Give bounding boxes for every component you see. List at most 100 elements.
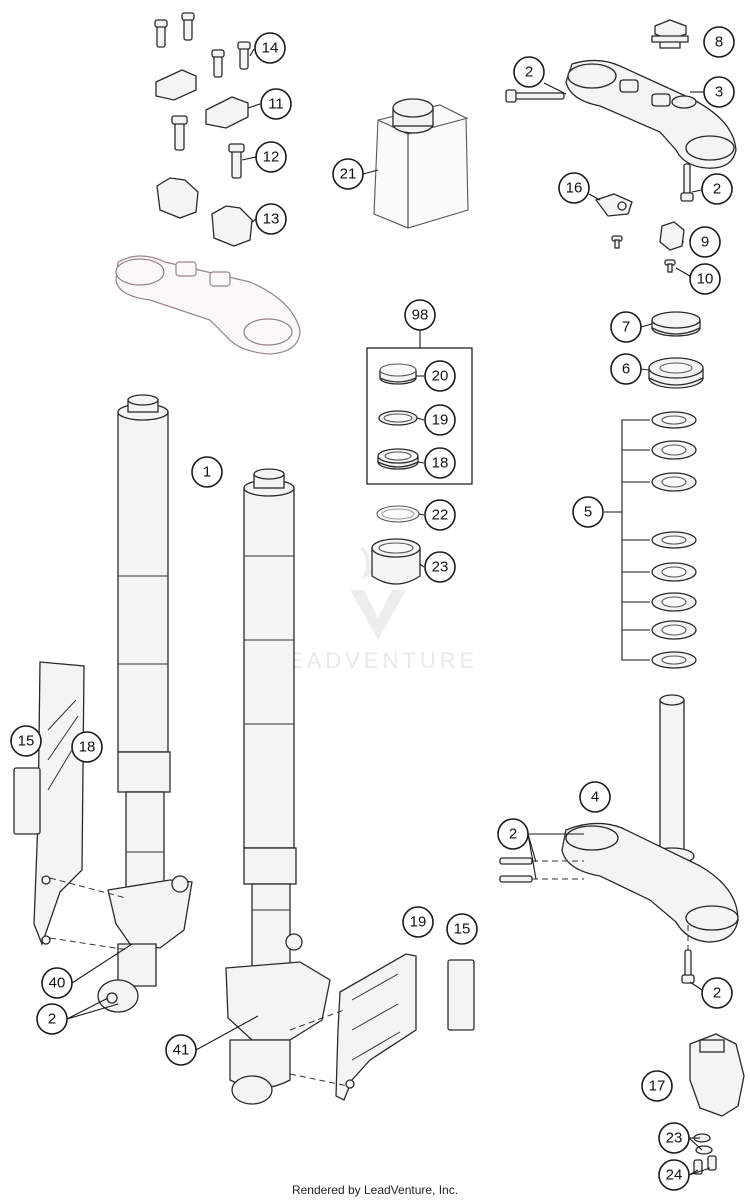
callout-2-upper-clamp: 2 <box>701 173 733 205</box>
callout-14: 14 <box>254 32 286 64</box>
fork-oil-bottle <box>373 98 469 229</box>
svg-text:22: 22 <box>432 507 449 524</box>
callout-15-left: 15 <box>10 725 42 757</box>
svg-text:3: 3 <box>715 84 723 101</box>
svg-text:18: 18 <box>79 739 96 756</box>
bolts-14 <box>154 12 251 78</box>
callout-9: 9 <box>689 226 721 258</box>
nut-8 <box>651 19 689 49</box>
callout-5: 5 <box>572 496 604 528</box>
screw-small <box>611 235 676 273</box>
svg-text:15: 15 <box>454 921 471 938</box>
svg-text:15: 15 <box>18 733 35 750</box>
svg-text:23: 23 <box>432 559 449 576</box>
fork-guard-left <box>33 661 129 951</box>
svg-text:13: 13 <box>263 211 280 228</box>
callout-7: 7 <box>610 311 642 343</box>
callout-22: 22 <box>424 499 456 531</box>
svg-text:41: 41 <box>173 1042 190 1059</box>
callout-19-guard: 19 <box>402 906 434 938</box>
bracket-17 <box>689 1033 745 1117</box>
svg-text:1: 1 <box>203 464 211 481</box>
callout-16: 16 <box>558 172 590 204</box>
handlebar-clamp-upper <box>155 69 249 129</box>
svg-text:10: 10 <box>697 271 714 288</box>
bracket-5 <box>604 419 650 661</box>
callout-40: 40 <box>41 967 73 999</box>
callout-3: 3 <box>703 76 735 108</box>
svg-text:2: 2 <box>713 985 721 1002</box>
callout-41: 41 <box>165 1034 197 1066</box>
svg-text:7: 7 <box>622 319 630 336</box>
fork-leg-left <box>97 394 193 1013</box>
svg-text:8: 8 <box>715 34 723 51</box>
svg-text:24: 24 <box>666 1167 683 1184</box>
callout-1: 1 <box>191 456 223 488</box>
svg-text:2: 2 <box>713 181 721 198</box>
callout-8: 8 <box>703 26 735 58</box>
seal-kit-box <box>366 330 473 485</box>
svg-text:5: 5 <box>584 504 592 521</box>
svg-text:17: 17 <box>649 1078 666 1095</box>
svg-text:19: 19 <box>410 914 427 931</box>
callout-13: 13 <box>255 203 287 235</box>
svg-text:9: 9 <box>701 234 709 251</box>
callout-4: 4 <box>579 781 611 813</box>
svg-text:2: 2 <box>48 1011 56 1028</box>
svg-text:16: 16 <box>566 180 583 197</box>
steering-nut-7 <box>651 311 701 337</box>
callout-2-lower-clamp: 2 <box>497 818 529 850</box>
svg-text:18: 18 <box>432 455 449 472</box>
svg-text:2: 2 <box>525 64 533 81</box>
callout-10: 10 <box>689 263 721 295</box>
upper-triple-clamp-ghost <box>115 255 301 355</box>
dust-seal-6 <box>648 357 704 389</box>
washer-23-small <box>693 1133 713 1155</box>
footer-credit: Rendered by LeadVenture, Inc. <box>291 1183 459 1197</box>
callout-18-guard: 18 <box>71 731 103 763</box>
svg-text:12: 12 <box>263 149 280 166</box>
svg-text:2: 2 <box>509 826 517 843</box>
svg-text:23: 23 <box>666 1130 683 1147</box>
svg-text:98: 98 <box>412 307 429 324</box>
callout-98: 98 <box>404 299 436 331</box>
upper-triple-clamp <box>565 59 737 169</box>
clamp-bolt-vertical <box>680 163 694 202</box>
fork-leg-right <box>225 468 331 1105</box>
callout-20: 20 <box>424 360 456 392</box>
clamp-bolt-horizontal <box>505 89 565 103</box>
cable-clamp-9 <box>659 221 685 251</box>
callout-15-right: 15 <box>446 913 478 945</box>
callout-11: 11 <box>260 88 292 120</box>
callout-12: 12 <box>255 141 287 173</box>
callout-23-washer: 23 <box>658 1122 690 1154</box>
handlebar-clamp-lower <box>156 177 253 247</box>
svg-text:14: 14 <box>262 40 279 57</box>
callout-2-top: 2 <box>513 56 545 88</box>
watermark-text: LEADVENTURE <box>272 648 479 673</box>
callout-19-kit: 19 <box>424 404 456 436</box>
svg-text:4: 4 <box>591 789 599 806</box>
svg-text:21: 21 <box>340 166 357 183</box>
bushing-23 <box>371 538 421 585</box>
bolt-12 <box>171 115 245 179</box>
svg-text:19: 19 <box>432 412 449 429</box>
watermark-logo: LEADVENTURE <box>272 546 479 673</box>
callout-17: 17 <box>641 1070 673 1102</box>
callout-23-bushing: 23 <box>424 551 456 583</box>
callout-18-kit: 18 <box>424 447 456 479</box>
screws-24 <box>693 1155 717 1175</box>
lower-triple-clamp <box>561 694 739 943</box>
svg-text:6: 6 <box>622 361 630 378</box>
callout-2-left-leg: 2 <box>36 1003 68 1035</box>
guard-pad-15-left <box>13 767 41 835</box>
callout-24: 24 <box>658 1159 690 1191</box>
leader-lines <box>66 48 711 1176</box>
callout-6: 6 <box>610 353 642 385</box>
svg-text:20: 20 <box>432 368 449 385</box>
fork-guard-right <box>289 953 417 1101</box>
bearing-set-5 <box>651 411 697 669</box>
lower-clamp-bolts <box>499 857 695 984</box>
callout-21: 21 <box>332 158 364 190</box>
